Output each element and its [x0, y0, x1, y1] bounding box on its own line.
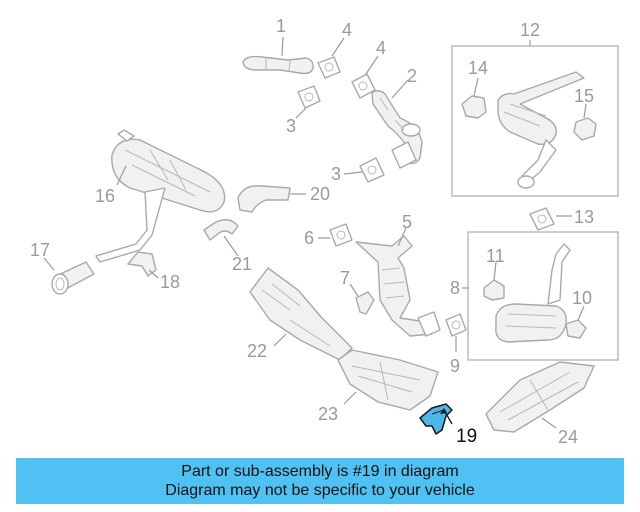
callout-6: 6 [304, 228, 314, 248]
callout-3b: 3 [331, 164, 341, 184]
part-17-tailpipe: 17 [30, 240, 95, 295]
part-12-assembly: 12 14 15 [451, 20, 619, 197]
callout-20: 20 [310, 184, 330, 204]
part-19-highlighted[interactable]: 19 [419, 403, 477, 447]
banner-line-1: Part or sub-assembly is #19 in diagram [181, 463, 459, 480]
callout-8: 8 [450, 278, 460, 298]
callout-22: 22 [247, 341, 267, 361]
part-9-gasket: 9 [445, 313, 467, 376]
callout-7: 7 [340, 268, 350, 288]
callout-13: 13 [574, 207, 594, 227]
part-18-hanger: 18 [127, 251, 180, 292]
callout-9: 9 [450, 356, 460, 376]
part-13-gasket: 13 [529, 207, 594, 231]
part-8-assembly: 8 11 10 [450, 231, 619, 361]
part-16-muffler: 16 [95, 129, 226, 263]
part-20-pipe: 20 [237, 184, 330, 213]
part-21-bracket: 21 [203, 219, 252, 274]
part-6-gasket: 6 [304, 223, 353, 248]
part-23-heatshield: 23 [318, 349, 439, 424]
part-2-pipe: 2 [371, 66, 423, 169]
callout-4a: 4 [342, 20, 352, 40]
info-banner: Part or sub-assembly is #19 in diagram D… [16, 458, 624, 504]
callout-18: 18 [160, 272, 180, 292]
callout-23: 23 [318, 404, 338, 424]
callout-19: 19 [456, 426, 477, 447]
part-22-heatshield: 22 [247, 267, 353, 361]
callout-24: 24 [558, 427, 578, 447]
part-3-gasket-a: 3 [286, 85, 321, 136]
callout-21: 21 [232, 254, 252, 274]
callout-17: 17 [30, 240, 50, 260]
callout-12: 12 [520, 20, 540, 40]
part-4-gasket-a: 4 [317, 20, 352, 79]
part-24-heatshield: 24 [485, 361, 595, 447]
part-1-pipe: 1 [242, 16, 314, 75]
callout-14: 14 [468, 58, 488, 78]
callout-15: 15 [574, 86, 594, 106]
parts-diagram: 1 4 4 2 3 3 16 [30, 16, 619, 447]
callout-2: 2 [407, 66, 417, 86]
callout-10: 10 [572, 288, 592, 308]
banner-line-2: Diagram may not be specific to your vehi… [165, 482, 475, 499]
callout-11: 11 [486, 246, 505, 266]
part-4-gasket-b: 4 [351, 38, 386, 99]
callout-16: 16 [95, 186, 115, 206]
callout-4b: 4 [376, 38, 386, 58]
part-5-converter: 5 [355, 212, 441, 337]
callout-1: 1 [276, 16, 286, 36]
callout-5: 5 [402, 212, 412, 232]
part-7-bracket: 7 [340, 268, 375, 315]
callout-3a: 3 [286, 116, 296, 136]
part-3-gasket-b: 3 [331, 157, 385, 184]
